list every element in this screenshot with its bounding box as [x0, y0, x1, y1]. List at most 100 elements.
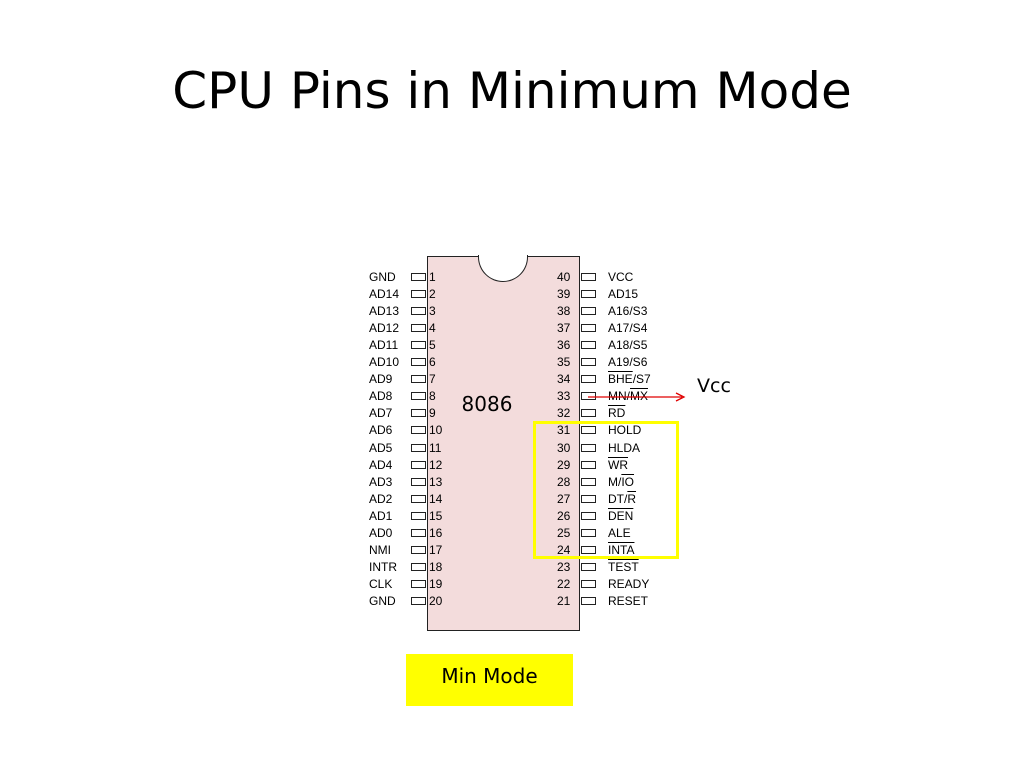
pin-lead — [581, 341, 596, 350]
slide-title: CPU Pins in Minimum Mode — [172, 62, 852, 120]
pin-number: 7 — [429, 372, 436, 387]
pin-number: 19 — [429, 576, 443, 591]
pin-lead — [411, 307, 426, 316]
pin-number: 14 — [429, 491, 443, 506]
pin-number: 36 — [557, 338, 571, 353]
chip-body — [427, 256, 580, 631]
pin-lead — [411, 273, 426, 281]
pin-number: 1 — [429, 270, 436, 284]
pin-name: AD8 — [369, 389, 393, 404]
pin-number: 38 — [557, 304, 571, 319]
pin-number: 10 — [429, 423, 443, 438]
pin-number: 27 — [557, 491, 571, 506]
pin-number: 3 — [429, 304, 436, 319]
pin-lead — [411, 460, 426, 469]
pin-number: 34 — [557, 372, 571, 387]
pin-name: NMI — [369, 542, 391, 557]
pin-name: M/IO — [608, 474, 635, 489]
pin-lead — [581, 511, 596, 520]
pin-lead — [581, 443, 596, 452]
pin-number: 35 — [557, 355, 571, 370]
pin-name: INTA — [608, 542, 635, 557]
pin-lead — [411, 477, 426, 486]
pin-name: BHE/S7 — [608, 372, 651, 387]
pin-name: AD2 — [369, 491, 393, 506]
pin-number: 12 — [429, 457, 443, 472]
pin-name: AD9 — [369, 372, 393, 387]
pin-lead — [581, 579, 596, 588]
pin-number: 16 — [429, 525, 443, 540]
pin-lead — [581, 409, 596, 418]
pin-lead — [411, 290, 426, 299]
pin-lead — [581, 562, 596, 571]
pin-name: READY — [608, 576, 650, 591]
mode-box: Min Mode — [406, 654, 573, 706]
pin-name: AD7 — [369, 406, 393, 421]
pin-name: AD14 — [369, 287, 400, 302]
pin-number: 17 — [429, 542, 443, 557]
pin-name: DEN — [608, 508, 634, 523]
pin-lead — [411, 375, 426, 384]
pin-name: AD6 — [369, 423, 393, 438]
pin-number: 23 — [557, 559, 571, 574]
pin-number: 39 — [557, 287, 571, 302]
pin-number: 24 — [557, 542, 571, 557]
pin-number: 33 — [557, 389, 571, 404]
pin-lead — [581, 375, 596, 384]
pin-number: 26 — [557, 508, 571, 523]
pin-number: 25 — [557, 525, 571, 540]
pin-lead — [411, 596, 426, 605]
pin-lead — [411, 409, 426, 418]
pin-lead — [411, 511, 426, 520]
pin-number: 2 — [429, 287, 436, 302]
min-mode-highlight-box — [533, 421, 679, 559]
pin-number: 28 — [557, 474, 571, 489]
pin-number: 6 — [429, 355, 436, 370]
pin-lead — [411, 443, 426, 452]
pin-name: RESET — [608, 593, 649, 608]
pin-number: 40 — [557, 270, 571, 284]
pin-name: AD11 — [369, 338, 399, 353]
pin-name: A18/S5 — [608, 338, 648, 353]
pin-lead — [581, 426, 596, 435]
pin-lead — [411, 545, 426, 554]
pin-lead — [411, 528, 426, 537]
pin-number: 5 — [429, 338, 436, 353]
pin-number: 32 — [557, 406, 571, 421]
pin-number: 21 — [557, 593, 571, 608]
pin-number: 4 — [429, 321, 436, 336]
pin-lead — [581, 494, 596, 503]
pin-lead — [581, 273, 596, 281]
pin-lead — [581, 545, 596, 554]
pin-lead — [581, 477, 596, 486]
pin-number: 8 — [429, 389, 436, 404]
pin-lead — [581, 324, 596, 333]
pin-name: GND — [369, 270, 396, 284]
pin-name: A19/S6 — [608, 355, 648, 370]
pin-name: ALE — [608, 525, 631, 540]
pin-name: AD13 — [369, 304, 400, 319]
mode-label: Min Mode — [441, 664, 538, 688]
pin-lead — [581, 528, 596, 537]
pin-name: INTR — [369, 559, 397, 574]
pin-lead — [411, 358, 426, 367]
pin-lead — [581, 307, 596, 316]
pin-number: 15 — [429, 508, 443, 523]
pin-number: 30 — [557, 440, 571, 455]
pin-name: VCC — [608, 270, 634, 284]
pin-name: CLK — [369, 576, 393, 591]
pin-lead — [411, 494, 426, 503]
vcc-label: Vcc — [697, 375, 731, 397]
vcc-arrow — [588, 392, 686, 402]
pin-name: AD10 — [369, 355, 400, 370]
pin-lead — [581, 596, 596, 605]
pin-number: 20 — [429, 593, 443, 608]
pin-name: GND — [369, 593, 396, 608]
chip-notch-cover — [479, 255, 527, 257]
pin-name: RD — [608, 406, 626, 421]
pin-name: AD3 — [369, 474, 393, 489]
pin-lead — [581, 392, 596, 401]
pin-number: 11 — [429, 440, 442, 455]
pin-number: 22 — [557, 576, 571, 591]
pin-number: 29 — [557, 457, 571, 472]
